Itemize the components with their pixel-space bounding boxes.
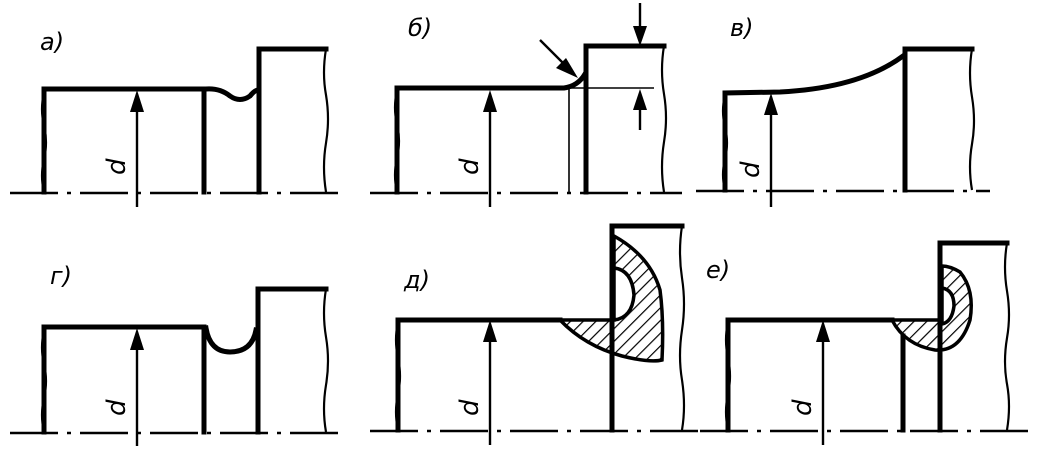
panel-a-break-left [40,91,48,193]
panel-a-collar [256,46,329,195]
panel-v-break-left [721,94,729,191]
panel-v-shaft-outline [722,52,907,193]
panel-d-break-right [678,225,686,431]
panel-b-dimension-arrow [483,90,497,112]
panel-e-break-left [724,321,732,431]
panel-d-collar [609,223,685,433]
panel-d-dimension-label: d [455,399,485,416]
panel-e-hatched-undercut [889,264,973,352]
panel-e-label: е) [706,256,730,284]
panel-a-dimension-arrow [130,90,144,112]
panel-g-break-left [40,329,48,433]
panel-b-dimension-label: d [455,158,485,175]
panel-b-shaft-outline [394,70,589,195]
panel-b-step-arrow-bottom [633,89,647,110]
panel-a-dimension-label: d [102,158,132,175]
panel-b-fillet-arrow [556,58,578,78]
panel-b: б) d [370,3,682,207]
panel-b-fillet-leader [539,39,567,67]
panel-e-collar [937,240,1010,433]
panel-d-dimension-arrow [483,320,497,342]
panel-a: а) d [10,28,346,207]
panel-g-collar [255,286,329,435]
panel-a-break-right [322,48,330,193]
panel-d-label: д) [403,266,430,294]
panel-e: е) d [700,240,1030,445]
panel-d-break-left [394,321,402,431]
panel-v: в) d [696,14,990,207]
panel-a-label: а) [40,28,64,56]
panel-b-collar [583,43,667,195]
panel-b-step-arrow-top [633,26,647,46]
panel-v-break-right [968,48,976,191]
panel-a-shaft-outline [41,86,261,195]
panel-g-label: г) [50,262,72,290]
panel-d-hatched-undercut [555,233,665,363]
panel-v-dimension-arrow [764,93,778,115]
panel-b-label: б) [408,14,432,42]
panel-b-break-right [660,45,668,193]
panel-e-dimension-label: d [788,399,818,416]
panel-g: г) d [10,262,346,446]
panel-g-undercut-groove [203,325,259,355]
panel-v-dimension-label: d [736,161,766,178]
panel-e-break-right [1003,242,1011,431]
panel-b-break-left [393,89,401,193]
panel-v-label: в) [730,14,754,42]
panel-e-dimension-arrow [816,320,830,342]
panel-d: д) d [370,223,700,445]
panel-g-break-right [322,288,330,433]
panel-g-dimension-arrow [130,328,144,350]
panel-v-collar [902,46,975,193]
panel-g-dimension-label: d [102,399,132,416]
